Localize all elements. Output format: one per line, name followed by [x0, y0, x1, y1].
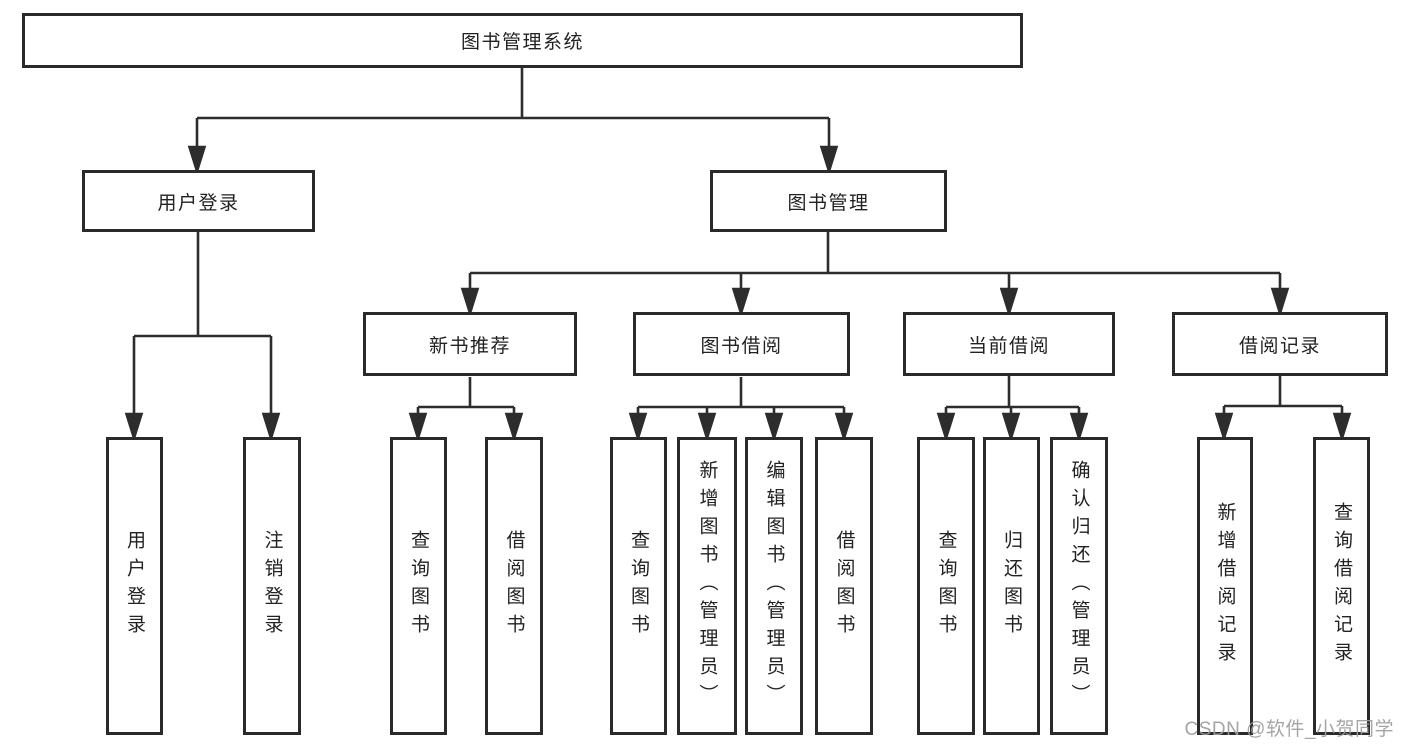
leaf-logout: 注销登录: [243, 437, 301, 735]
arrowhead-down-icon: [1069, 412, 1089, 443]
connector-root-to-level2: [187, 67, 839, 176]
leaf-add-borrow-record: 新增借阅记录: [1197, 437, 1253, 735]
node-borrow-records: 借阅记录: [1172, 312, 1388, 376]
leaf-label: 查询图书: [935, 530, 957, 642]
arrowhead-down-icon: [408, 412, 428, 443]
arrowhead-down-icon: [1332, 412, 1352, 443]
leaf-label: 注销登录: [261, 530, 283, 642]
arrowhead-down-icon: [504, 412, 524, 443]
arrowhead-down-icon: [1001, 412, 1021, 443]
node-book-borrow: 图书借阅: [633, 312, 850, 376]
arrowhead-down-icon: [999, 287, 1019, 318]
node-root: 图书管理系统: [22, 13, 1023, 68]
arrowhead-down-icon: [124, 412, 144, 443]
leaf-query-borrow-record: 查询借阅记录: [1313, 437, 1370, 735]
connector-current-borrow-children: [936, 376, 1089, 443]
arrowhead-down-icon: [628, 412, 648, 443]
leaf-query-books-recommend: 查询图书: [390, 437, 447, 735]
leaf-label: 用户登录: [124, 530, 145, 642]
connector-book-management-children: [460, 232, 1290, 318]
leaf-label: 编辑图书（管理员）: [763, 460, 785, 712]
leaf-user-login: 用户登录: [106, 437, 163, 735]
leaf-label: 查询图书: [408, 530, 429, 642]
arrowhead-down-icon: [1214, 412, 1234, 443]
leaf-label: 新增图书（管理员）: [696, 460, 718, 712]
arrowhead-down-icon: [936, 412, 956, 443]
arrowhead-down-icon: [1270, 287, 1290, 318]
arrowhead-down-icon: [834, 412, 854, 443]
connector-book-borrow-children: [628, 377, 854, 443]
node-book-management: 图书管理: [710, 170, 947, 232]
leaf-label: 归还图书: [1001, 530, 1022, 642]
node-user-login: 用户登录: [82, 170, 315, 232]
leaf-borrow-books-recommend: 借阅图书: [485, 437, 543, 735]
leaf-label: 新增借阅记录: [1214, 502, 1236, 670]
leaf-return-book: 归还图书: [983, 437, 1040, 735]
leaf-label: 借阅图书: [833, 530, 855, 642]
arrowhead-down-icon: [187, 145, 207, 176]
leaf-borrow-books: 借阅图书: [815, 437, 873, 735]
connector-user-login-children: [124, 232, 281, 443]
arrowhead-down-icon: [261, 412, 281, 443]
watermark: CSDN @软件_小贺同学: [1184, 719, 1394, 740]
leaf-confirm-return-admin: 确认归还（管理员）: [1050, 437, 1108, 735]
leaf-edit-book-admin: 编辑图书（管理员）: [745, 437, 803, 735]
arrowhead-down-icon: [819, 145, 839, 176]
arrowhead-down-icon: [460, 287, 480, 318]
arrowhead-down-icon: [764, 412, 784, 443]
leaf-query-books-borrow: 查询图书: [610, 437, 667, 735]
leaf-add-book-admin: 新增图书（管理员）: [677, 437, 737, 735]
leaf-query-books-current: 查询图书: [917, 437, 975, 735]
leaf-label: 确认归还（管理员）: [1068, 460, 1090, 712]
node-current-borrow: 当前借阅: [903, 312, 1115, 376]
leaf-label: 查询借阅记录: [1331, 502, 1352, 670]
arrowhead-down-icon: [697, 412, 717, 443]
connector-new-book-recommend-children: [408, 377, 524, 443]
arrowhead-down-icon: [731, 287, 751, 318]
connector-borrow-records-children: [1214, 376, 1352, 443]
leaf-label: 借阅图书: [503, 530, 525, 642]
node-new-book-recommend: 新书推荐: [363, 312, 577, 376]
leaf-label: 查询图书: [628, 530, 649, 642]
